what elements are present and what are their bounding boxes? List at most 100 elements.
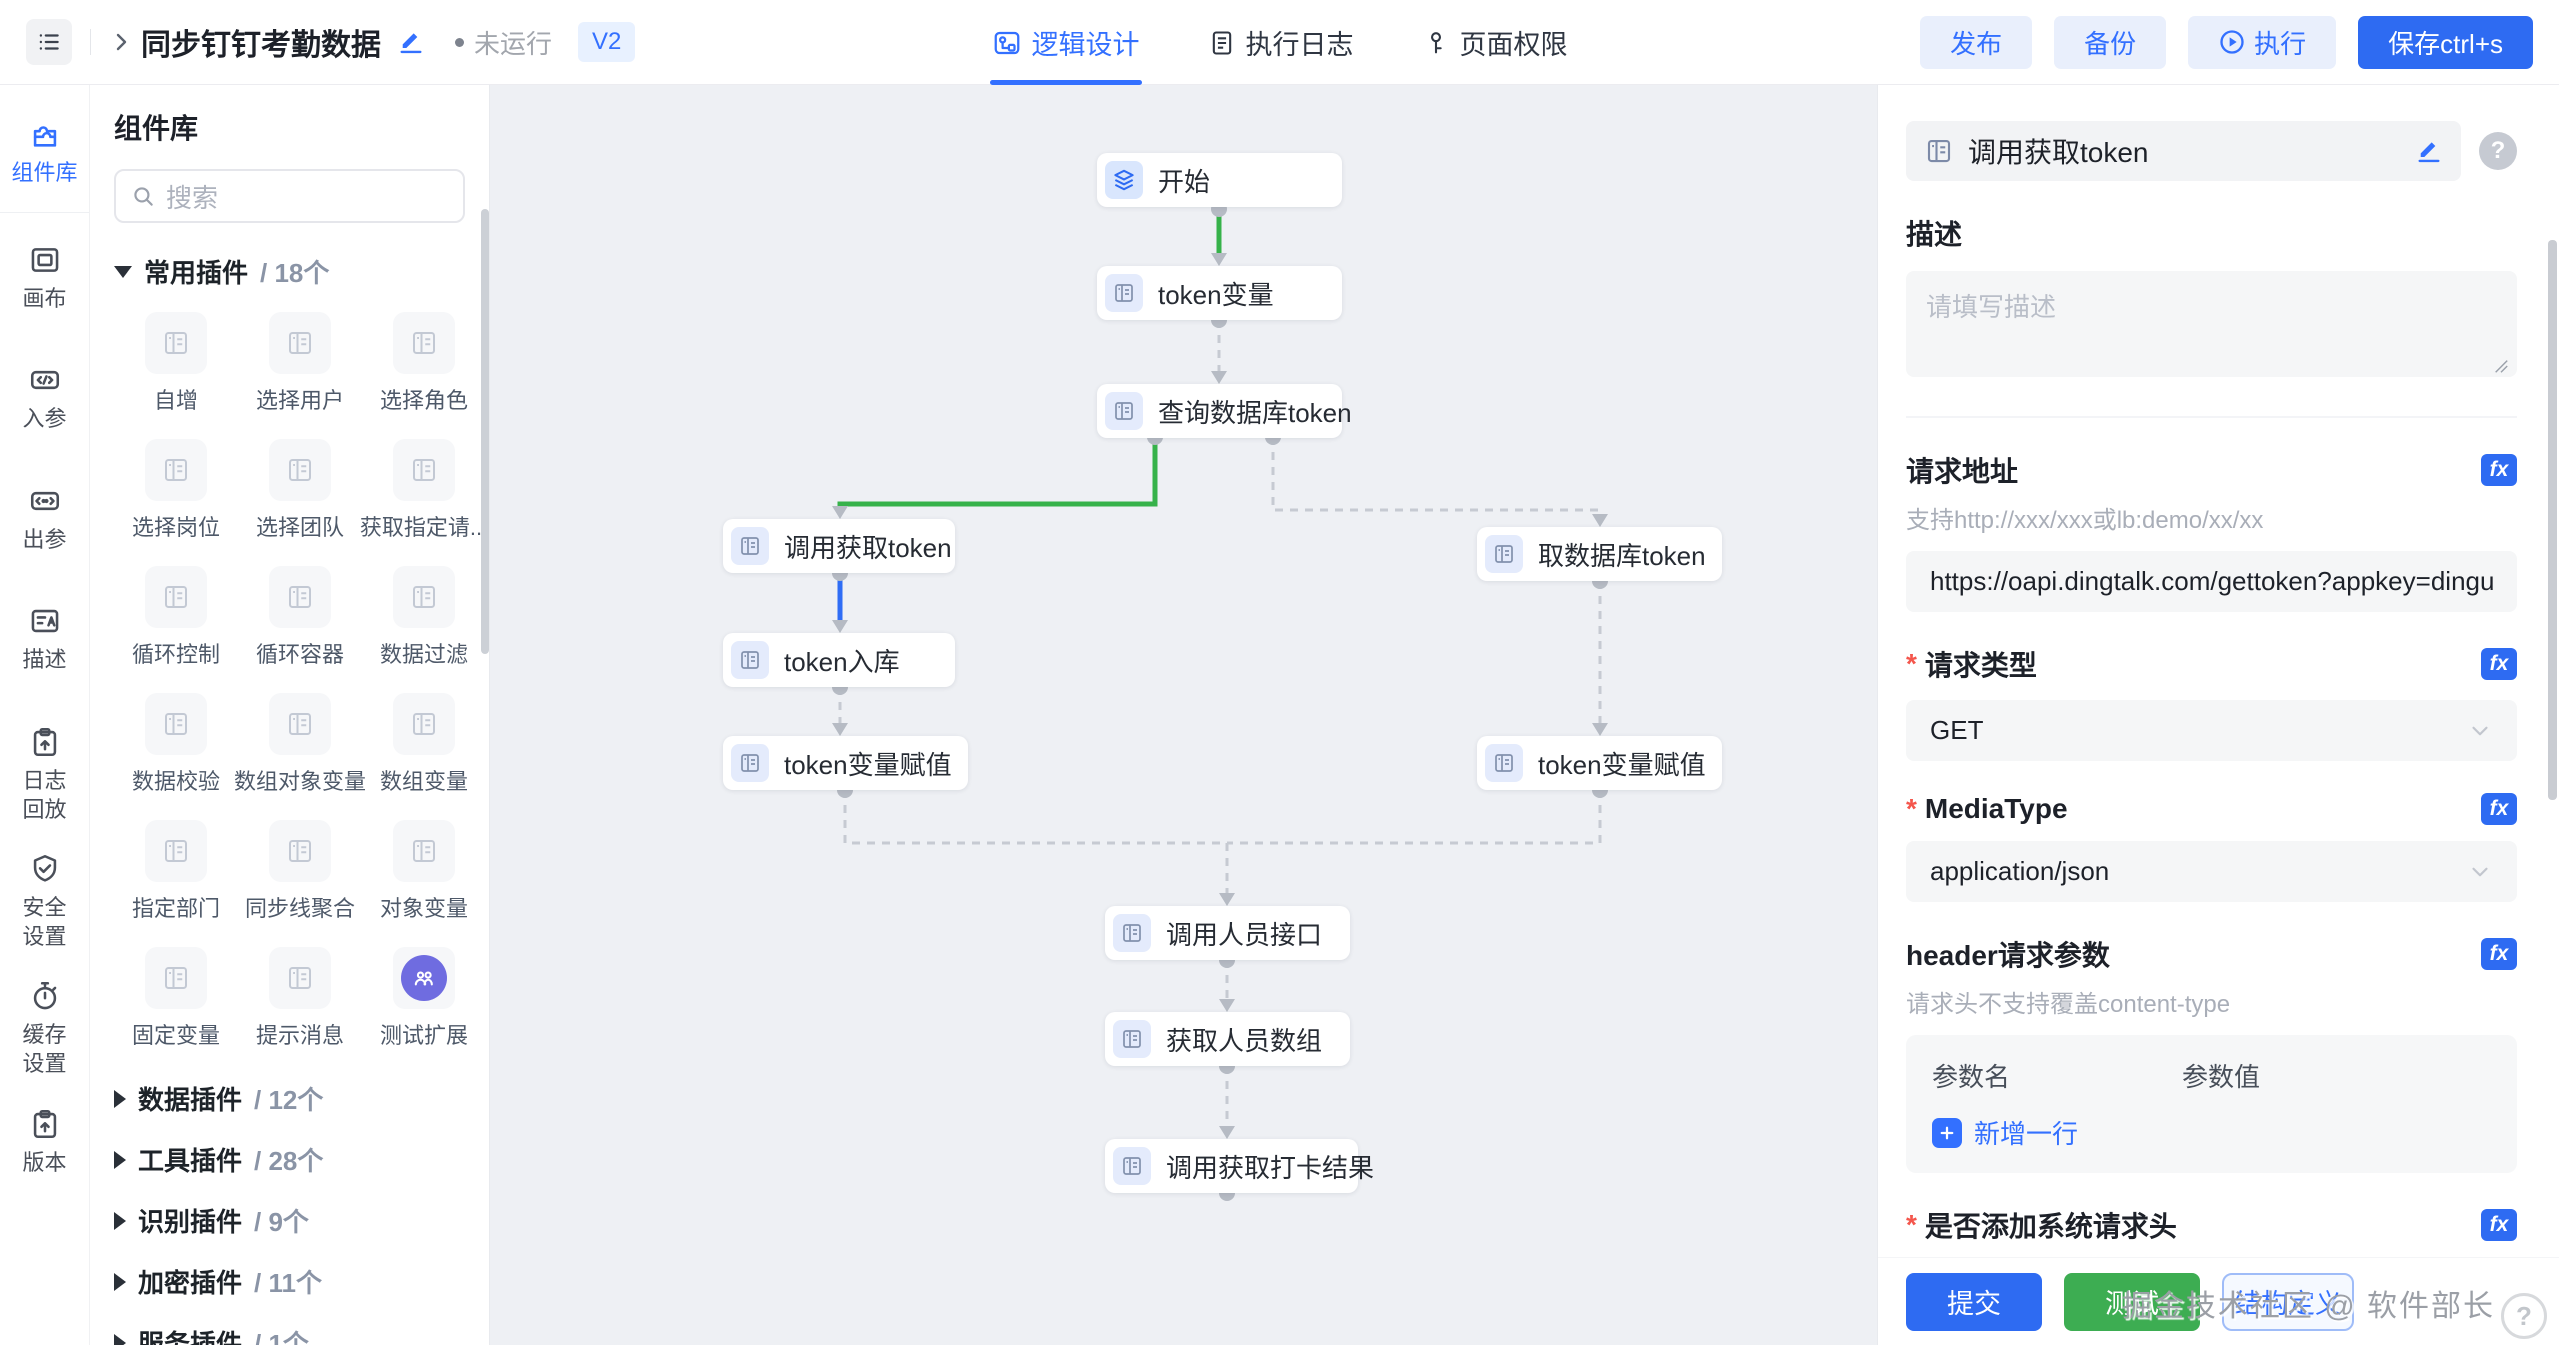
section-encryption-plugins[interactable]: 加密插件/ 11个 (114, 1263, 465, 1300)
node-call-punch-result[interactable]: 调用获取打卡结果 (1105, 1139, 1374, 1193)
left-rail: 组件库 画布 入参 出参 描述 日志 回放 安全 设置 缓存 设置 版本 (0, 85, 90, 1345)
plugin-item[interactable]: 选择用户 (238, 312, 362, 415)
plugin-item[interactable]: 循环容器 (238, 566, 362, 669)
node-token-assign-right[interactable]: token变量赋值 (1477, 736, 1722, 790)
rail-item-input-params[interactable]: 入参 (0, 349, 89, 448)
mediatype-field-label-row: * MediaType fx (1906, 793, 2517, 825)
node-start[interactable]: 开始 (1097, 153, 1342, 207)
structure-button[interactable]: 结构定义 (2222, 1272, 2354, 1331)
plugin-item[interactable]: 指定部门 (114, 820, 238, 923)
request-url-input[interactable] (1906, 551, 2517, 612)
rail-item-version[interactable]: 版本 (0, 1093, 89, 1192)
tab-exec-log[interactable]: 执行日志 (1206, 0, 1356, 85)
search-input[interactable]: 搜索 (114, 169, 465, 223)
description-icon (31, 610, 58, 633)
field-label: 请求类型 (1924, 650, 2037, 681)
plugin-item[interactable]: 对象变量 (362, 820, 486, 923)
plugin-label: 数组对象变量 (234, 769, 367, 794)
library-scrollbar[interactable] (481, 209, 489, 654)
plugin-item[interactable]: 选择角色 (362, 312, 486, 415)
rail-item-description[interactable]: 描述 (0, 590, 89, 689)
fx-expression-button[interactable]: fx (2481, 648, 2517, 680)
plugin-label: 对象变量 (379, 896, 468, 921)
node-token-var[interactable]: token变量 (1097, 266, 1342, 320)
pencil-icon (400, 33, 422, 54)
tab-logic-design[interactable]: 逻辑设计 (989, 0, 1142, 85)
rail-item-cache-settings[interactable]: 缓存 设置 (0, 965, 89, 1092)
plugin-doc-icon (269, 820, 331, 882)
node-label: token变量赋值 (1538, 749, 1706, 780)
request-method-select[interactable]: GET (1906, 700, 2517, 761)
mediatype-select[interactable]: application/json (1906, 841, 2517, 902)
plugin-label: 数组变量 (379, 769, 468, 794)
publish-button[interactable]: 发布 (1920, 15, 2033, 69)
plugin-item[interactable]: 提示消息 (238, 947, 362, 1050)
plugin-item[interactable]: 选择岗位 (114, 439, 238, 542)
plugin-item[interactable]: 数据过滤 (362, 566, 486, 669)
node-label: 调用获取token (784, 532, 952, 563)
tab-page-permission[interactable]: 页面权限 (1420, 0, 1570, 85)
rail-item-security-settings[interactable]: 安全 设置 (0, 838, 89, 965)
save-button[interactable]: 保存ctrl+s (2358, 15, 2533, 69)
inspector-scrollbar[interactable] (2548, 240, 2557, 800)
fx-expression-button[interactable]: fx (2481, 454, 2517, 486)
plugin-label: 提示消息 (255, 1023, 344, 1048)
plugin-label: 循环控制 (131, 642, 220, 667)
plugin-item[interactable]: 获取指定请... (360, 439, 488, 542)
node-token-store[interactable]: token入库 (723, 633, 955, 687)
flow-canvas[interactable]: 开始 token变量 查询数据库token 调用获取token 取数据库toke… (490, 85, 1877, 1345)
doc-icon (731, 744, 769, 782)
selected-node-title: 调用获取token (1968, 137, 2149, 168)
menu-button[interactable] (26, 19, 72, 65)
node-query-db-token[interactable]: 查询数据库token (1097, 384, 1352, 438)
plugin-item[interactable]: 数组变量 (362, 693, 486, 796)
node-call-get-token[interactable]: 调用获取token (723, 519, 955, 573)
plugin-item-test-extension[interactable]: 测试扩展 (362, 947, 486, 1050)
backup-button[interactable]: 备份 (2054, 15, 2167, 69)
plugin-item[interactable]: 数据校验 (114, 693, 238, 796)
section-service-plugins[interactable]: 服务插件/ 1个 (114, 1324, 465, 1345)
submit-button[interactable]: 提交 (1906, 1272, 2042, 1331)
rename-node-button[interactable] (2415, 137, 2443, 165)
plugin-doc-icon (393, 566, 455, 628)
fx-expression-button[interactable]: fx (2481, 793, 2517, 825)
section-common-plugins[interactable]: 常用插件 / 18个 (114, 253, 465, 290)
rail-item-output-params[interactable]: 出参 (0, 470, 89, 569)
param-value-col: 参数值 (2182, 1062, 2261, 1092)
node-call-user-api[interactable]: 调用人员接口 (1105, 906, 1350, 960)
fx-expression-button[interactable]: fx (2481, 938, 2517, 970)
section-count: / 9个 (254, 1207, 309, 1237)
section-recognition-plugins[interactable]: 识别插件/ 9个 (114, 1202, 465, 1239)
plugin-item[interactable]: 循环控制 (114, 566, 238, 669)
rail-item-log-replay[interactable]: 日志 回放 (0, 711, 89, 838)
rail-item-components[interactable]: 组件库 (0, 103, 89, 202)
node-token-assign-left[interactable]: token变量赋值 (723, 736, 968, 790)
node-fetch-db-token[interactable]: 取数据库token (1477, 527, 1722, 581)
node-get-user-array[interactable]: 获取人员数组 (1105, 1012, 1350, 1066)
plugin-item[interactable]: 同步线聚合 (238, 820, 362, 923)
frame-icon (31, 247, 58, 272)
component-library-panel: 组件库 搜索 常用插件 / 18个 自增 选择用户 选择角色 选择岗位 选择团队… (90, 85, 490, 1345)
main-tabs: 逻辑设计 执行日志 页面权限 (989, 0, 1570, 85)
run-button[interactable]: 执行 (2188, 15, 2337, 69)
add-header-param-button[interactable]: 新增一行 (1932, 1114, 2491, 1151)
section-tool-plugins[interactable]: 工具插件/ 28个 (114, 1141, 465, 1178)
rename-flow-button[interactable] (397, 28, 425, 56)
section-count: / 1个 (254, 1329, 309, 1345)
plugin-doc-icon (269, 693, 331, 755)
section-data-plugins[interactable]: 数据插件/ 12个 (114, 1080, 465, 1117)
topbar: 同步钉钉考勤数据 未运行 V2 逻辑设计 执行日志 页面权限 发布 备份 执行 … (0, 0, 2559, 85)
plugin-item[interactable]: 数组对象变量 (234, 693, 366, 796)
doc-icon (1105, 274, 1143, 312)
description-textarea[interactable] (1906, 271, 2517, 377)
fx-expression-button[interactable]: fx (2481, 1209, 2517, 1241)
plugin-item[interactable]: 固定变量 (114, 947, 238, 1050)
plugin-item[interactable]: 选择团队 (238, 439, 362, 542)
field-label: 描述 (1906, 219, 1963, 250)
test-button[interactable]: 测试 (2064, 1272, 2200, 1331)
expand-triangle-icon (114, 1089, 126, 1108)
plugin-item[interactable]: 自增 (114, 312, 238, 415)
node-help-button[interactable]: ? (2479, 132, 2517, 170)
resize-grip-icon[interactable] (2493, 358, 2509, 374)
rail-item-canvas[interactable]: 画布 (0, 229, 89, 328)
